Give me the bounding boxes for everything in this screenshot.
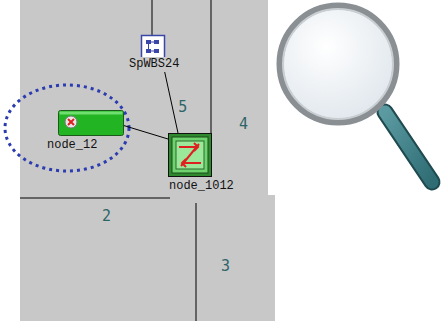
- node-icon: [58, 110, 124, 136]
- magnifier-icon: [280, 6, 432, 182]
- link-line: [196, 203, 197, 321]
- link-line: [165, 72, 178, 133]
- node-icon: [168, 133, 212, 177]
- link-line: [211, 0, 212, 133]
- node-label: node_1012: [168, 179, 235, 193]
- host-box: node_12: [46, 110, 124, 152]
- canvas-ground: [20, 0, 275, 321]
- switch-icon: SpWBS24: [128, 34, 180, 71]
- router-icon: node_1012: [168, 133, 235, 193]
- link-line: [152, 0, 153, 36]
- highlight-ring: [5, 85, 129, 171]
- link-line: [124, 126, 168, 139]
- link-number: 4: [238, 116, 249, 132]
- link-line: [20, 198, 170, 199]
- link-number: 3: [220, 258, 231, 274]
- node-label: node_12: [46, 138, 98, 152]
- link-number: 5: [177, 99, 188, 115]
- link-number: 2: [101, 208, 112, 224]
- node-label: SpWBS24: [128, 57, 180, 71]
